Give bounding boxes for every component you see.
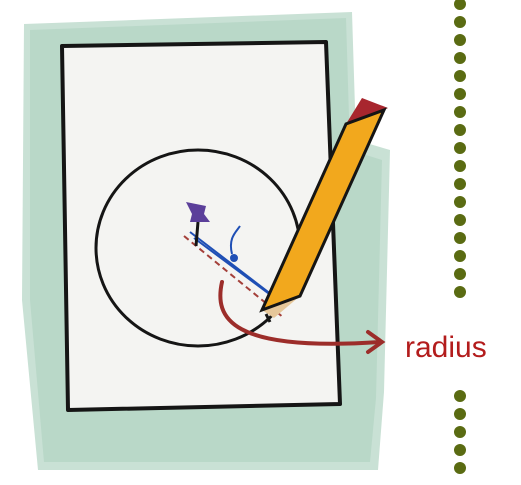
dot	[454, 52, 466, 64]
dot	[454, 34, 466, 46]
dot	[454, 88, 466, 100]
dot	[454, 250, 466, 262]
dot	[454, 408, 466, 420]
dot	[454, 444, 466, 456]
dot	[454, 462, 466, 474]
dot	[454, 426, 466, 438]
dot	[454, 70, 466, 82]
dot	[454, 0, 466, 10]
dot	[454, 124, 466, 136]
dot	[454, 390, 466, 402]
dot	[454, 178, 466, 190]
dot	[454, 142, 466, 154]
dot	[454, 232, 466, 244]
dot	[454, 286, 466, 298]
dot	[454, 16, 466, 28]
dot	[454, 214, 466, 226]
dotted-line	[454, 0, 466, 474]
dot	[454, 196, 466, 208]
dot	[454, 268, 466, 280]
dot	[454, 106, 466, 118]
radius-label: radius	[405, 330, 487, 366]
dot	[454, 160, 466, 172]
